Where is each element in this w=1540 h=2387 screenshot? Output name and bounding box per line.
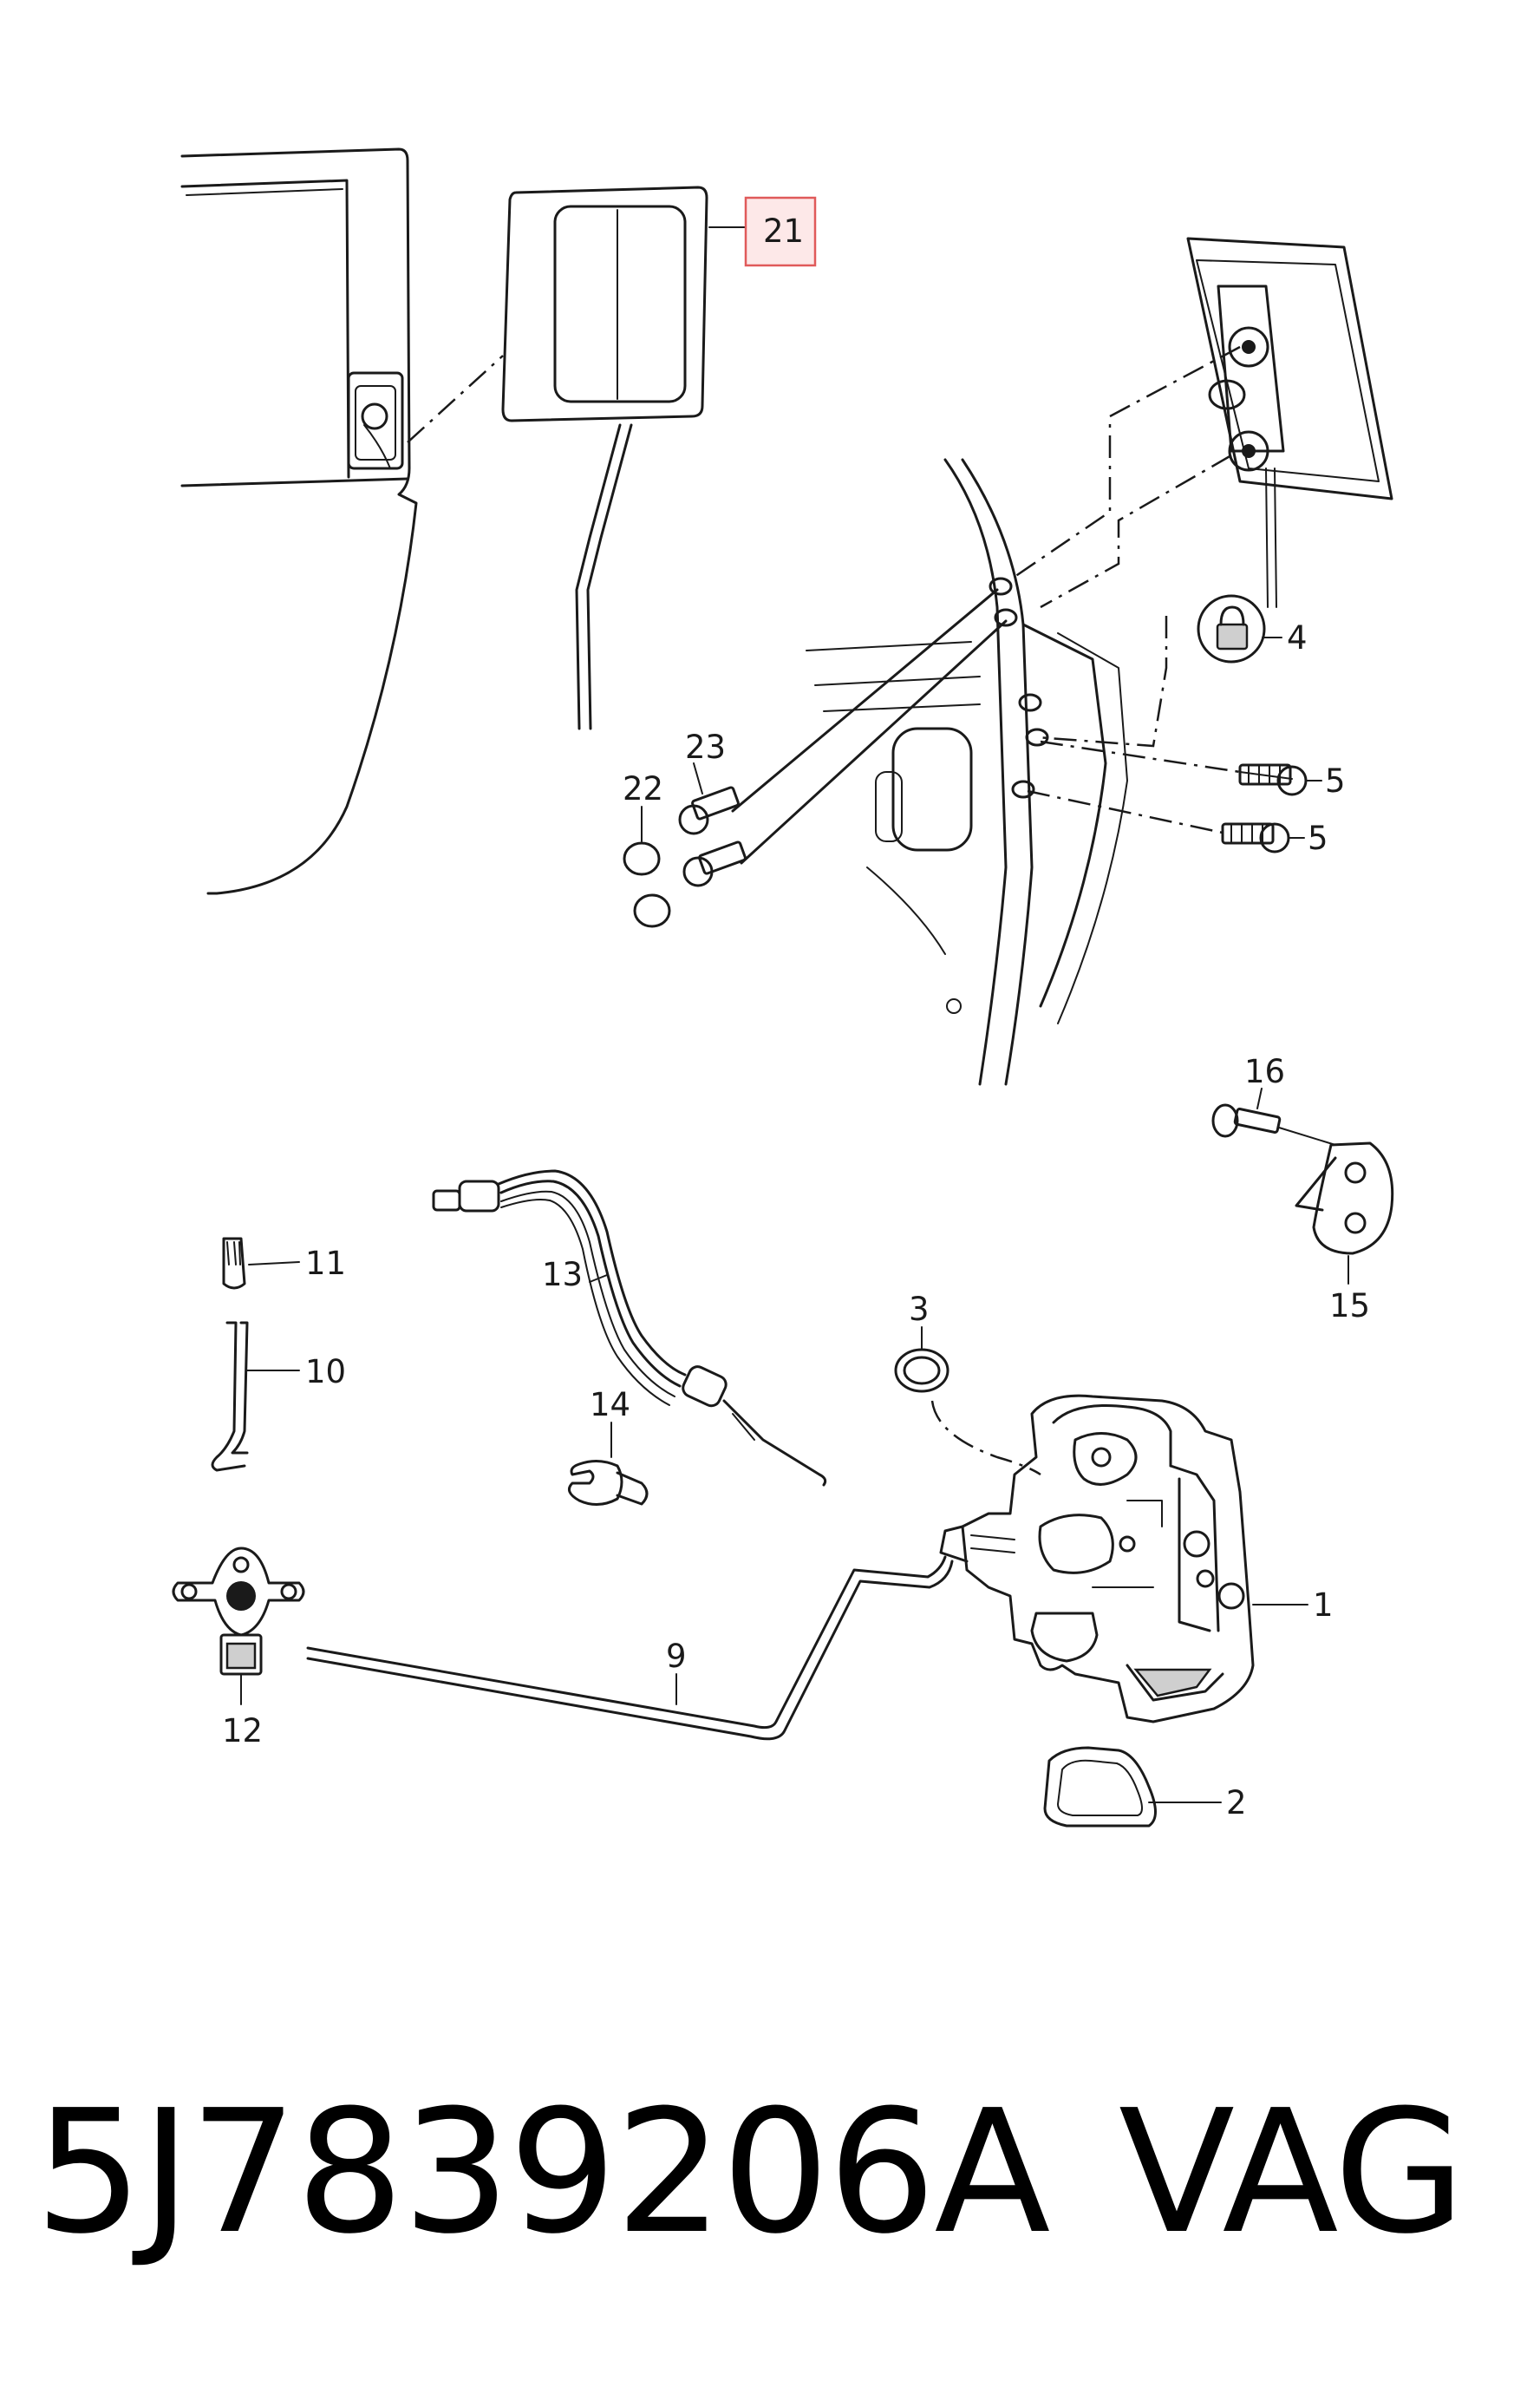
callout-22-label: 22 (623, 770, 663, 808)
connector-part-12 (172, 1547, 305, 1676)
door-outline (180, 147, 418, 895)
callout-12-label: 12 (222, 1712, 263, 1749)
cover-part-2 (1043, 1746, 1157, 1828)
washer-part-22 (623, 841, 671, 928)
clip-part-14 (567, 1460, 649, 1506)
door-frame-section (806, 458, 1128, 1086)
knob-part-11 (222, 1237, 246, 1290)
callout-15-label: 15 (1329, 1287, 1370, 1324)
rod-part-9 (306, 1555, 954, 1741)
callout-21-label: 21 (763, 213, 804, 250)
part-number: 5J7839206A (35, 2074, 1050, 2272)
cable-part-13 (432, 1169, 827, 1487)
striker-screw-part-16 (1211, 1103, 1336, 1146)
callout-2-label: 2 (1226, 1784, 1247, 1821)
leader-lines (240, 226, 1349, 1803)
callout-11-label: 11 (305, 1245, 346, 1282)
callout-21-highlight (744, 196, 817, 267)
callout-23-label: 23 (685, 729, 726, 766)
callout-4-label: 4 (1287, 619, 1308, 657)
brand-name: VAG (1119, 2074, 1465, 2272)
part-number-caption: 5J7839206A VAG (35, 2064, 1509, 2281)
callout-16-label: 16 (1244, 1053, 1285, 1090)
callout-10-label: 10 (305, 1353, 346, 1390)
door-handle-part-21 (407, 186, 708, 730)
striker-plate-part-15 (1295, 1141, 1394, 1255)
striker-bracket (1014, 237, 1393, 609)
screw-part-23 (678, 588, 1008, 887)
callout-3-label: 3 (909, 1291, 930, 1328)
callout-9-label: 9 (666, 1638, 687, 1675)
lock-cap-part-4 (1036, 594, 1266, 748)
screw-part-5-upper (1040, 740, 1308, 796)
callout-1-label: 1 (1313, 1586, 1334, 1624)
seal-part-3 (894, 1348, 1041, 1476)
callout-5b-label: 5 (1308, 820, 1328, 857)
callout-14-label: 14 (590, 1386, 630, 1423)
callout-13-label: 13 (542, 1256, 583, 1293)
callout-5a-label: 5 (1325, 762, 1346, 800)
rod-part-10 (211, 1321, 249, 1472)
screw-part-5-lower (1027, 789, 1290, 853)
lock-assembly-part-1 (939, 1394, 1255, 1723)
callout-21: 21 (744, 196, 817, 267)
